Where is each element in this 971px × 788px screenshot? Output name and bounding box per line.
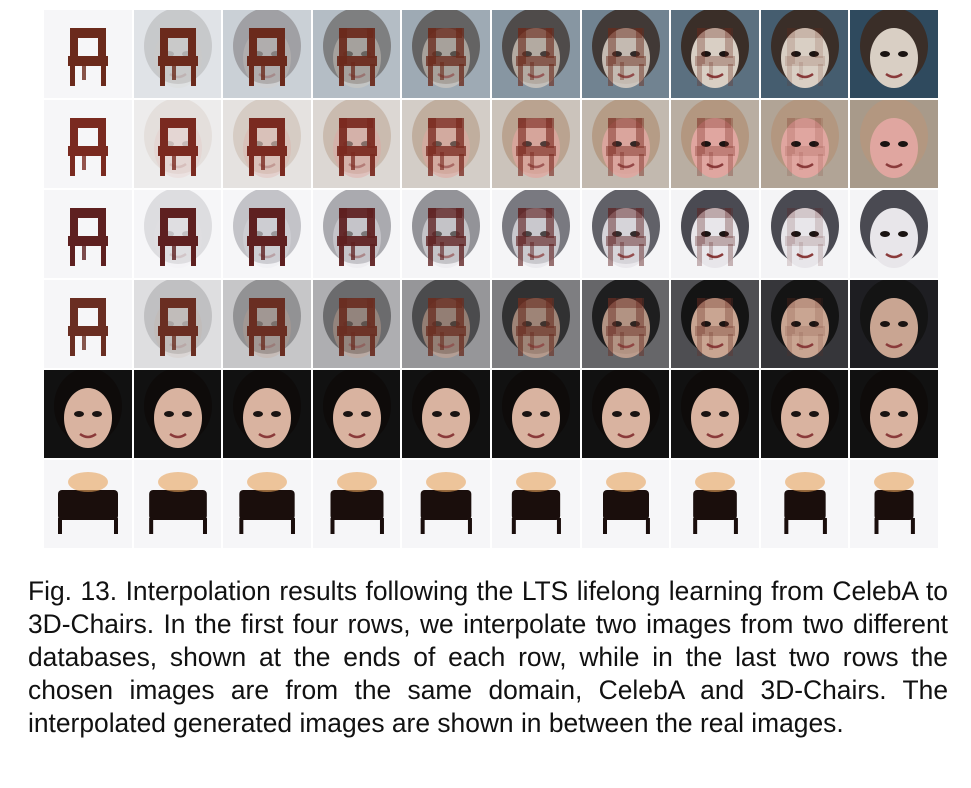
interpolation-row: [44, 460, 940, 548]
interpolated-image: [223, 190, 311, 278]
real-image: [44, 280, 132, 368]
interpolated-image: [223, 10, 311, 98]
real-image: [44, 370, 132, 458]
interpolated-image: [312, 370, 401, 458]
interpolated-image: [402, 10, 490, 98]
interpolated-image: [402, 460, 490, 548]
interpolated-image: [223, 370, 311, 458]
real-image: [850, 10, 938, 98]
interpolated-image: [312, 460, 401, 548]
interpolation-row: [44, 280, 940, 368]
interpolated-image: [491, 190, 580, 278]
interpolated-image: [671, 100, 759, 188]
interpolated-image: [760, 460, 849, 548]
figure-caption: Fig. 13. Interpolation results following…: [28, 576, 948, 738]
interpolated-image: [491, 100, 580, 188]
interpolated-image: [223, 100, 311, 188]
interpolated-image: [671, 10, 759, 98]
interpolated-image: [312, 100, 401, 188]
interpolated-image: [133, 370, 222, 458]
real-image: [850, 280, 938, 368]
real-image: [850, 100, 938, 188]
interpolated-image: [312, 190, 401, 278]
interpolated-image: [133, 10, 222, 98]
interpolated-image: [581, 100, 670, 188]
interpolated-image: [581, 280, 670, 368]
interpolation-row: [44, 190, 940, 278]
interpolation-row: [44, 370, 940, 458]
interpolated-image: [312, 280, 401, 368]
interpolation-figure: [44, 10, 940, 554]
interpolated-image: [760, 10, 849, 98]
real-image: [44, 460, 132, 548]
interpolated-image: [491, 280, 580, 368]
interpolated-image: [133, 190, 222, 278]
interpolated-image: [760, 100, 849, 188]
interpolated-image: [402, 100, 490, 188]
interpolated-image: [581, 460, 670, 548]
real-image: [44, 190, 132, 278]
interpolated-image: [760, 280, 849, 368]
interpolated-image: [223, 460, 311, 548]
interpolated-image: [581, 190, 670, 278]
interpolated-image: [133, 460, 222, 548]
real-image: [44, 100, 132, 188]
interpolated-image: [491, 10, 580, 98]
interpolated-image: [491, 370, 580, 458]
interpolated-image: [402, 370, 490, 458]
interpolated-image: [491, 460, 580, 548]
interpolated-image: [671, 460, 759, 548]
interpolated-image: [671, 190, 759, 278]
interpolated-image: [760, 190, 849, 278]
interpolated-image: [671, 370, 759, 458]
interpolated-image: [760, 370, 849, 458]
interpolated-image: [312, 10, 401, 98]
interpolated-image: [402, 280, 490, 368]
interpolation-row: [44, 100, 940, 188]
interpolated-image: [671, 280, 759, 368]
interpolated-image: [581, 10, 670, 98]
interpolated-image: [581, 370, 670, 458]
interpolated-image: [402, 190, 490, 278]
interpolated-image: [133, 280, 222, 368]
interpolation-row: [44, 10, 940, 98]
interpolated-image: [223, 280, 311, 368]
real-image: [44, 10, 132, 98]
real-image: [850, 460, 938, 548]
interpolated-image: [133, 100, 222, 188]
real-image: [850, 190, 938, 278]
real-image: [850, 370, 938, 458]
